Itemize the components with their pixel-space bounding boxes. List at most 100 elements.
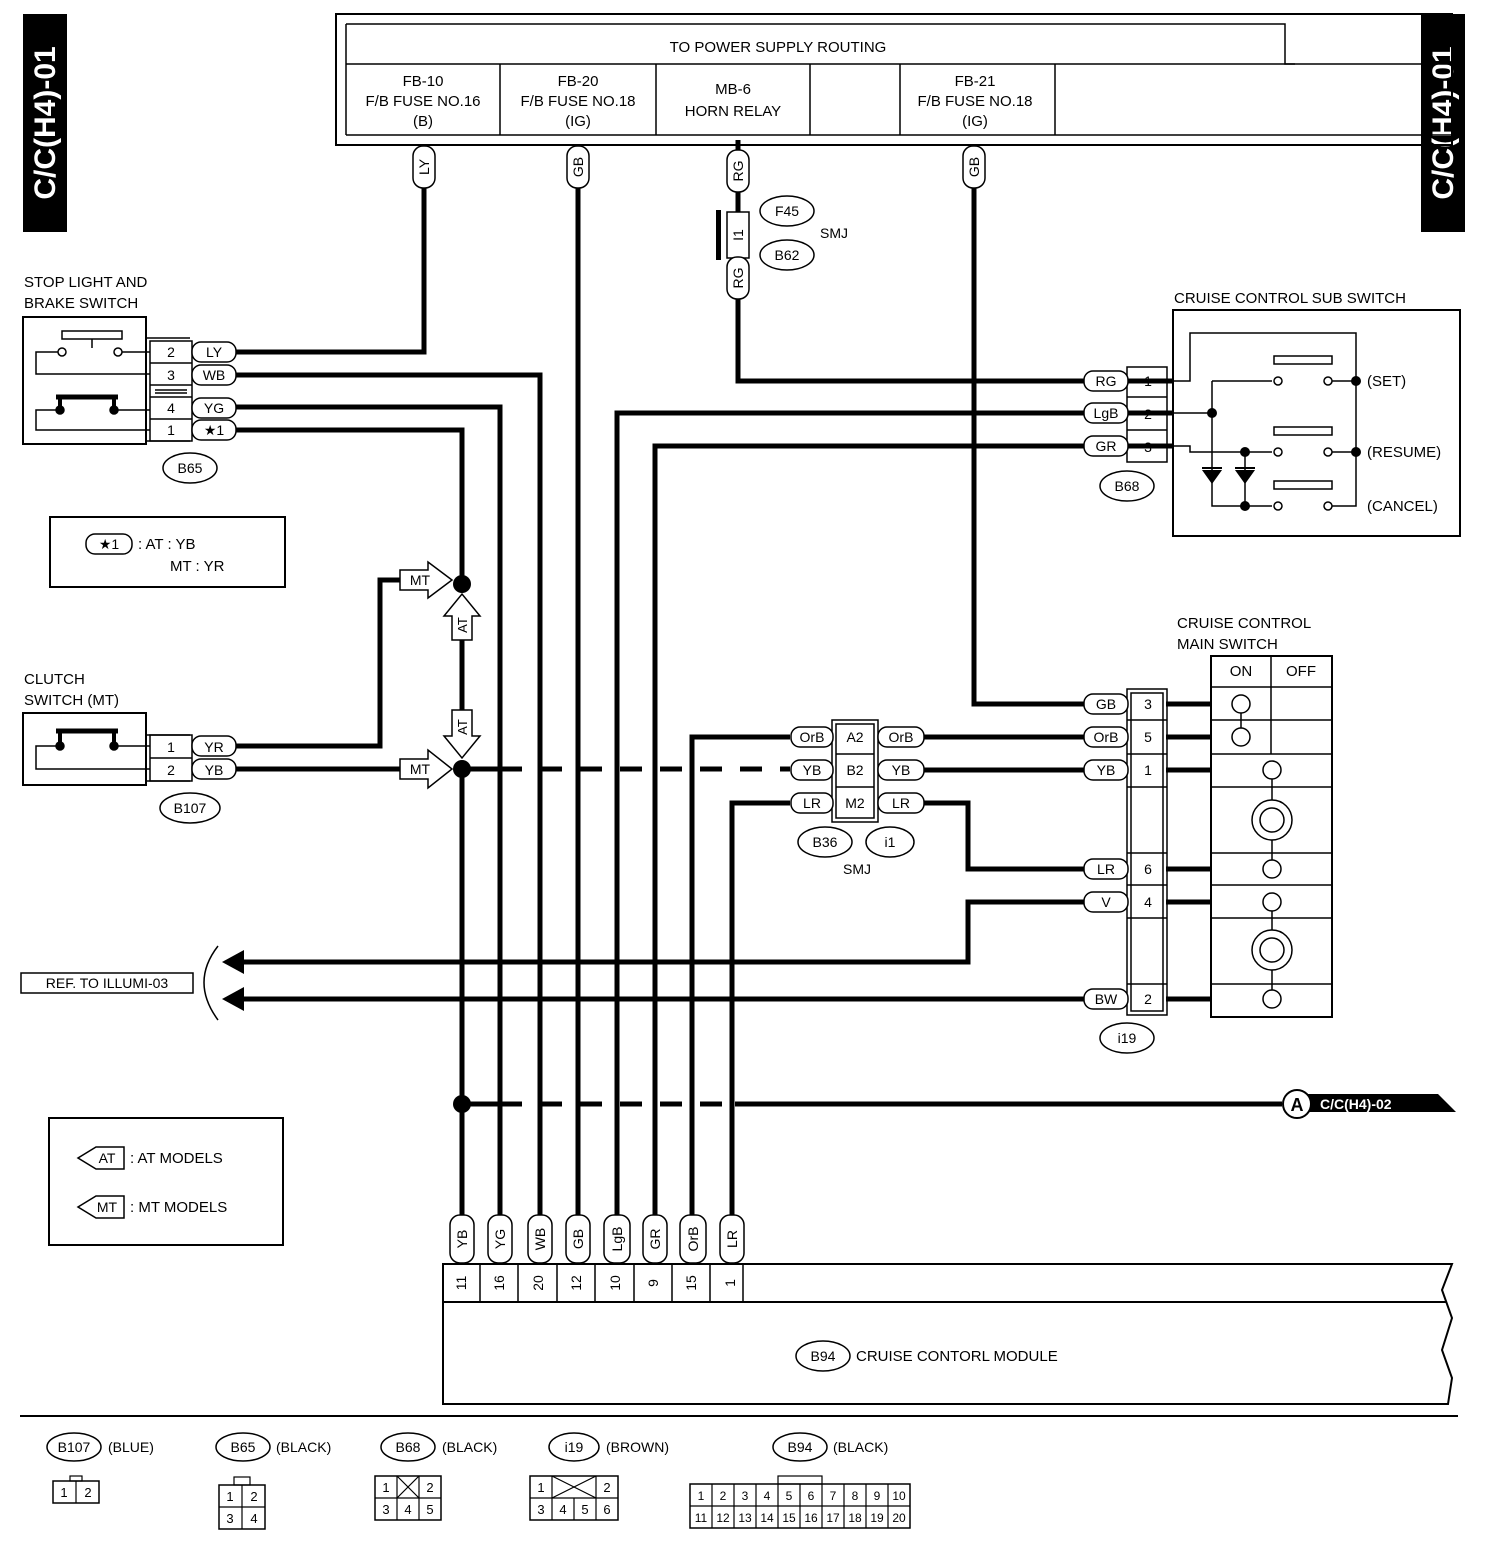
svg-text:3: 3	[537, 1502, 544, 1517]
svg-text:FB-10: FB-10	[403, 73, 444, 90]
svg-text:WB: WB	[203, 367, 226, 383]
svg-text:GB: GB	[570, 1229, 586, 1249]
svg-text:YB: YB	[892, 762, 911, 778]
svg-text:M2: M2	[845, 795, 865, 811]
svg-text:MT: MT	[410, 572, 431, 588]
svg-text:: MT MODELS: : MT MODELS	[130, 1199, 227, 1216]
main-switch-title-1: CRUISE CONTROL	[1177, 615, 1311, 632]
svg-text:OrB: OrB	[800, 729, 825, 745]
svg-text:LR: LR	[892, 795, 910, 811]
svg-text:GB: GB	[1096, 696, 1116, 712]
b94-pin-label: 3	[742, 1489, 749, 1503]
svg-text:i19: i19	[565, 1439, 584, 1455]
svg-text:MB-6: MB-6	[715, 81, 751, 98]
svg-text:A: A	[1291, 1095, 1304, 1115]
i19-pin-5: 5	[1144, 729, 1152, 745]
module-label: B94 CRUISE CONTORL MODULE	[795, 1340, 1058, 1372]
svg-text:YB: YB	[803, 762, 822, 778]
svg-text:GR: GR	[647, 1229, 663, 1250]
svg-text:MT: MT	[410, 761, 431, 777]
svg-text:RG: RG	[1096, 373, 1117, 389]
svg-text:15: 15	[683, 1275, 699, 1291]
svg-text:FB-20: FB-20	[558, 73, 599, 90]
b94-pin-label: 10	[892, 1489, 906, 1503]
i19-pin-2: 2	[1144, 991, 1152, 1007]
at-arrow-lower: AT	[442, 709, 482, 760]
b65-label: B65	[162, 452, 218, 484]
svg-text:1: 1	[382, 1480, 389, 1495]
b94-pin-label: 2	[720, 1489, 727, 1503]
svg-text:RG: RG	[730, 268, 746, 289]
b68-pin-3: 3	[1144, 439, 1152, 455]
svg-text:V: V	[1101, 894, 1111, 910]
b68-pin-2: 2	[1144, 406, 1152, 422]
svg-text:3: 3	[226, 1511, 233, 1526]
svg-text:GB: GB	[966, 157, 982, 177]
svg-text:2: 2	[603, 1480, 610, 1495]
b107-connector	[149, 734, 193, 782]
b68-wire-tags: RG LgB GR	[1083, 370, 1129, 457]
svg-text:(BROWN): (BROWN)	[606, 1439, 669, 1455]
b94-pin-label: 12	[716, 1511, 730, 1525]
svg-text:(BLACK): (BLACK)	[276, 1439, 331, 1455]
b65-connector	[149, 340, 193, 442]
svg-text:1: 1	[722, 1279, 738, 1287]
svg-text:(BLUE): (BLUE)	[108, 1439, 154, 1455]
stop-switch-body	[22, 316, 190, 445]
page-code-left: C/C(H4)-01	[23, 14, 67, 232]
svg-text:SMJ: SMJ	[820, 225, 848, 241]
clutch-switch-title-2: SWITCH (MT)	[24, 692, 119, 709]
at-arrow-upper: AT	[442, 592, 482, 641]
horn-relay-cell: MB-6 HORN RELAY	[685, 81, 781, 120]
i19-label: i19	[1099, 1022, 1155, 1054]
svg-text:B107: B107	[58, 1439, 91, 1455]
fuse-cell-fb20: FB-20 F/B FUSE NO.18 (IG)	[520, 73, 635, 130]
svg-text:LY: LY	[416, 158, 432, 175]
svg-text:YB: YB	[454, 1230, 470, 1249]
b94-pin-label: 1	[698, 1489, 705, 1503]
svg-text:LR: LR	[1097, 861, 1115, 877]
wire-tag-rg-top: RG	[726, 149, 750, 193]
svg-text:2: 2	[250, 1489, 257, 1504]
fuse-cell-fb10: FB-10 F/B FUSE NO.16 (B)	[365, 73, 480, 130]
svg-text:5: 5	[426, 1502, 433, 1517]
svg-text:SMJ: SMJ	[843, 861, 871, 877]
wire-tag-gb-top-right: GB	[962, 145, 986, 189]
svg-text:YG: YG	[492, 1229, 508, 1249]
main-switch-title-2: MAIN SWITCH	[1177, 636, 1278, 653]
dashed-wires	[500, 766, 790, 1107]
b94-pin-label: 20	[892, 1511, 906, 1525]
svg-text:HORN RELAY: HORN RELAY	[685, 103, 781, 120]
sub-switch-cancel-label: (CANCEL)	[1367, 498, 1438, 515]
svg-text:LR: LR	[803, 795, 821, 811]
svg-text:B2: B2	[846, 762, 863, 778]
svg-text:B62: B62	[775, 247, 800, 263]
svg-text:LgB: LgB	[609, 1227, 625, 1252]
sub-switch-body	[1172, 309, 1461, 537]
svg-text:YR: YR	[204, 739, 223, 755]
svg-text:B36: B36	[813, 834, 838, 850]
svg-text:16: 16	[491, 1275, 507, 1291]
svg-text:: AT MODELS: : AT MODELS	[130, 1150, 223, 1167]
b94-pin-label: 9	[874, 1489, 881, 1503]
power-supply-box	[335, 13, 1453, 146]
b94-pin-label: 19	[870, 1511, 884, 1525]
b94-pin-label: 11	[695, 1511, 708, 1525]
clutch-switch-body	[22, 712, 190, 786]
b94-pin-label: 15	[782, 1511, 796, 1525]
svg-text:LgB: LgB	[1094, 405, 1119, 421]
i19-pin-3: 3	[1144, 696, 1152, 712]
i19-pin-6: 6	[1144, 861, 1152, 877]
svg-text:B94: B94	[788, 1439, 813, 1455]
sub-switch-set-label: (SET)	[1367, 373, 1406, 390]
svg-text:B107: B107	[174, 800, 207, 816]
b65-pin-4: 4	[167, 400, 175, 416]
smj-mid: A2 B2 M2 OrB YB LR OrB YB LR B36 i1 SMJ	[790, 719, 925, 877]
svg-text:FB-21: FB-21	[955, 73, 996, 90]
b94-pin-label: 16	[804, 1511, 818, 1525]
svg-text:OrB: OrB	[1094, 729, 1119, 745]
svg-text:B68: B68	[1115, 478, 1140, 494]
wires	[235, 140, 1282, 1215]
svg-text:REF. TO ILLUMI-03: REF. TO ILLUMI-03	[46, 975, 169, 991]
